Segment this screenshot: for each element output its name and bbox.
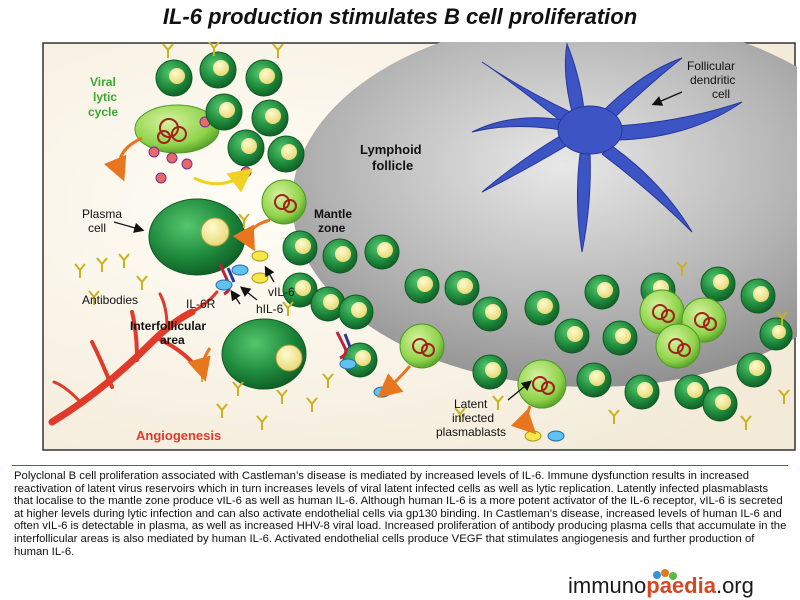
vil6-label: vIL-6 (268, 285, 295, 299)
interfollicular-area-line-1: Interfollicular (130, 319, 206, 333)
viral-lytic-cycle-line-2: lytic (93, 90, 117, 104)
il6-molecules (215, 250, 565, 442)
hil6-label: hIL-6 (256, 302, 284, 316)
follicular-dendritic-cell (471, 42, 743, 253)
logo-part-3: .org (715, 573, 754, 598)
b-cells (155, 51, 793, 422)
lymphoid-follicle-line-1: Lymphoid (360, 142, 422, 157)
lymphoid-follicle-line-2: follicle (372, 158, 413, 173)
plasma-cell-label: Plasma cell (82, 207, 122, 235)
plasma-cell-line-1: Plasma (82, 207, 122, 221)
follicular-dendritic-cell-label: Follicular dendritic cell (687, 59, 735, 101)
viral-lytic-cycle-line-3: cycle (88, 105, 118, 119)
antibodies (74, 42, 790, 430)
latent-infected-plasmablasts-label: Latent infected plasmablasts (436, 397, 506, 439)
lymphoid-follicle-label: Lymphoid follicle (360, 142, 422, 173)
follicular-dendritic-cell-line-1: Follicular (687, 59, 735, 73)
viral-lytic-cell (134, 104, 220, 154)
follicular-dendritic-cell-line-3: cell (712, 87, 730, 101)
viral-lytic-cycle-line-1: Viral (90, 75, 116, 89)
plasma-cell (148, 198, 246, 276)
plasma-cell (221, 318, 307, 390)
immunopaedia-logo[interactable]: immunopaedia.org (568, 569, 793, 598)
caption-divider (12, 465, 788, 466)
diagram-canvas: Viral lytic cycle Follicular dendritic c… (42, 42, 797, 451)
interfollicular-area-label: Interfollicular area (130, 319, 206, 347)
latent-infected-plasmablasts-line-3: plasmablasts (436, 425, 506, 439)
label-pointers (113, 91, 683, 401)
mantle-zone-line-2: zone (318, 221, 346, 235)
process-arrows (104, 136, 537, 435)
logo-dots-icon (653, 569, 677, 580)
infected-plasmablasts (261, 179, 727, 409)
angiogenesis-label: Angiogenesis (136, 428, 221, 443)
antibodies-label: Antibodies (82, 293, 138, 307)
il6r-label: IL-6R (186, 297, 216, 311)
page-title: IL-6 production stimulates B cell prolif… (162, 4, 638, 29)
interfollicular-area-line-2: area (160, 333, 185, 347)
viral-lytic-cycle-label: Viral lytic cycle (88, 75, 118, 119)
follicular-dendritic-cell-line-2: dendritic (690, 73, 735, 87)
mantle-zone-label: Mantle zone (314, 207, 352, 235)
logo-part-1: immuno (568, 573, 647, 598)
latent-infected-plasmablasts-line-1: Latent (454, 397, 488, 411)
latent-infected-plasmablasts-line-2: infected (452, 411, 494, 425)
diagram-figure: Viral lytic cycle Follicular dendritic c… (42, 42, 797, 452)
figure-caption: Polyclonal B cell proliferation associat… (14, 470, 787, 558)
mantle-zone-line-1: Mantle (314, 207, 352, 221)
plasma-cell-line-2: cell (88, 221, 106, 235)
